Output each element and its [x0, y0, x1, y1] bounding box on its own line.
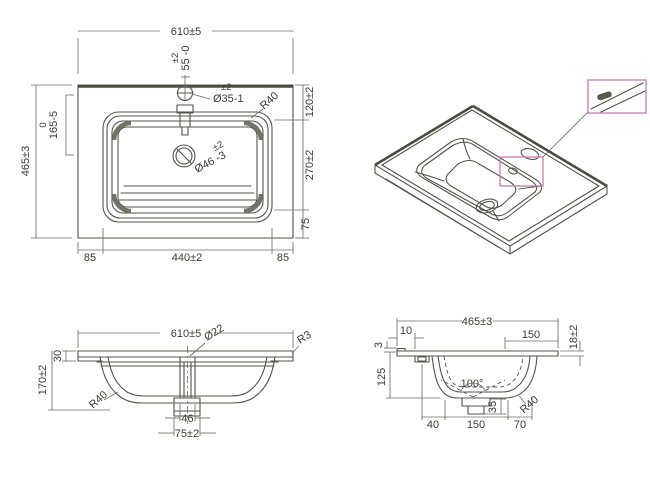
dim-deck-depth: 150 [522, 329, 540, 341]
hidden-wall [443, 355, 524, 388]
dim-plan-height: 465±3 [20, 146, 32, 177]
overflow-slot [176, 104, 194, 136]
dim-pipe-dia: Ø22 [202, 322, 226, 343]
dim-faucet-dia-tol: ±2 [221, 82, 232, 93]
dim-bottom-left: 85 [84, 252, 96, 264]
corner-shading [111, 193, 132, 214]
plan-view: 610±5 55 -0 ±2 ±2 Ø35-1 465±3 165-5 0 Ø4… [20, 26, 316, 264]
dim-lip: 3 [373, 342, 385, 348]
dim-faucet-dia: Ø35-1 [213, 93, 244, 105]
dim-trap-height: 35 [487, 401, 499, 413]
dim-bottom-center: 150 [467, 419, 485, 431]
callout-region-box [499, 156, 544, 187]
dim-drain-dia-tol: ±2 [211, 139, 225, 154]
dim-edge-radius: R3 [295, 329, 313, 347]
dim-faucet-offset: 55 -0 [180, 45, 192, 70]
faucet-leader [191, 93, 211, 100]
basin-bottom-3d [445, 159, 517, 209]
drain-pipe [179, 356, 196, 399]
dim-right-mid: 270±2 [304, 150, 316, 181]
dim-side-bowl-radius: R40 [518, 394, 541, 416]
iso-view [374, 79, 647, 255]
drain-hole [172, 144, 196, 168]
dim-top-thickness: 18±2 [568, 325, 580, 349]
apron [414, 355, 430, 363]
dim-bottom-front: 40 [427, 419, 439, 431]
countertop-outline [77, 84, 294, 239]
dim-bottom-right: 85 [277, 252, 289, 264]
drain-hole-3d [475, 198, 499, 214]
callout-leader [542, 111, 589, 158]
apron-edge [385, 178, 501, 249]
dim-right-rear: 120±2 [304, 87, 316, 118]
dim-right-front: 75 [300, 218, 312, 230]
drain-block-side [461, 397, 491, 415]
dim-apron-offset: 10 [400, 325, 412, 337]
dim-drain-dia: Ø46 -3 [193, 149, 228, 175]
basin-rim-3d [416, 137, 543, 221]
basin-rim-outer [102, 111, 273, 223]
detail-callout-box [587, 79, 647, 114]
dim-edge-height: 30 [52, 350, 64, 362]
side-view: 100° 465±3 10 150 18±2 3 125 35 [373, 316, 584, 431]
dim-bottom-center: 440±2 [172, 252, 203, 264]
dim-drain-offset: 165-5 [48, 111, 60, 139]
overflow-hole-3d [508, 167, 518, 175]
dim-trap-width: 75±2 [175, 428, 199, 440]
dim-front-width: 610±5 [171, 328, 202, 340]
dim-drain-offset-tol: 0 [38, 122, 49, 127]
dim-pipe-width: 46 [181, 413, 193, 425]
dim-front-bowl-radius: R40 [87, 389, 110, 411]
corner-shading [243, 193, 264, 214]
dim-faucet-offset-tol: ±2 [170, 53, 181, 64]
front-view: 610±5 Ø22 R3 30 170±2 R40 46 75±2 [37, 322, 314, 440]
deck-edge-line [381, 109, 600, 242]
dim-bowl-depth: 125 [376, 368, 388, 386]
dim-bottom-rear: 70 [514, 419, 526, 431]
dim-plan-width: 610±5 [171, 26, 202, 38]
dim-depth: 465±3 [462, 316, 493, 328]
dim-plan-corner-radius: R40 [258, 90, 281, 112]
overflow-cover-detail [597, 91, 612, 101]
corner-shading [243, 120, 264, 141]
dim-bowl-angle: 100° [461, 378, 484, 390]
corner-shading [111, 120, 132, 141]
dim-total-height: 170±2 [37, 365, 49, 396]
trap-block [173, 397, 201, 417]
